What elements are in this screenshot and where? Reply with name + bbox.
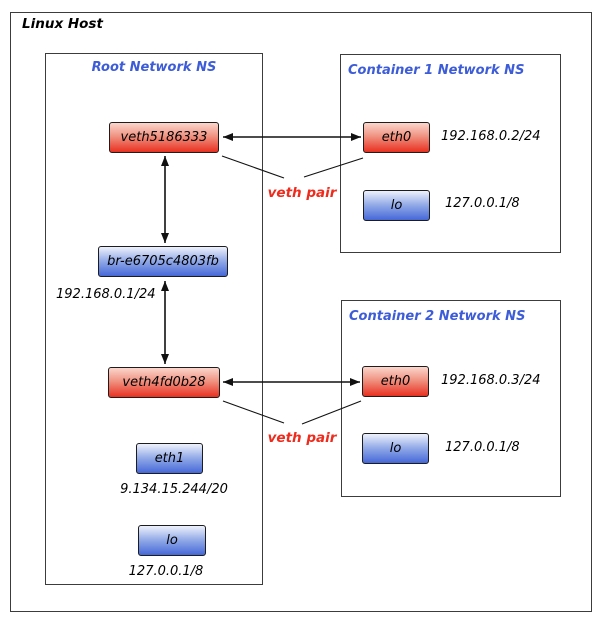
- node-lo-container1: lo: [363, 190, 430, 221]
- node-bridge: br-e6705c4803fb: [98, 246, 228, 277]
- container2-ns-title: Container 2 Network NS: [349, 309, 526, 324]
- node-eth0-container2: eth0: [362, 366, 429, 397]
- node-eth1: eth1: [136, 443, 203, 474]
- veth-pair-label-bottom: veth pair: [267, 430, 337, 446]
- bridge-ip-label: 192.168.0.1/24: [56, 287, 156, 302]
- root-ns-title: Root Network NS: [91, 60, 217, 75]
- eth1-ip-label: 9.134.15.244/20: [120, 482, 228, 497]
- root-ns-box: [45, 53, 263, 585]
- lo-container1-ip-label: 127.0.0.1/8: [445, 196, 520, 211]
- node-veth5186333: veth5186333: [109, 122, 219, 153]
- container1-ns-title: Container 1 Network NS: [348, 63, 525, 78]
- container2-ns-box: [341, 300, 561, 497]
- lo-root-ip-label: 127.0.0.1/8: [128, 564, 204, 579]
- eth0-container2-ip-label: 192.168.0.3/24: [441, 373, 541, 388]
- linux-host-box: [10, 12, 592, 612]
- linux-host-title: Linux Host: [22, 16, 103, 32]
- veth-pair-label-top: veth pair: [267, 185, 337, 201]
- eth0-container1-ip-label: 192.168.0.2/24: [441, 129, 541, 144]
- node-lo-container2: lo: [362, 433, 429, 464]
- container1-ns-box: [340, 54, 561, 253]
- lo-container2-ip-label: 127.0.0.1/8: [445, 440, 520, 455]
- node-lo-root: lo: [138, 525, 206, 556]
- node-veth4fd0b28: veth4fd0b28: [108, 367, 220, 398]
- node-eth0-container1: eth0: [363, 122, 430, 153]
